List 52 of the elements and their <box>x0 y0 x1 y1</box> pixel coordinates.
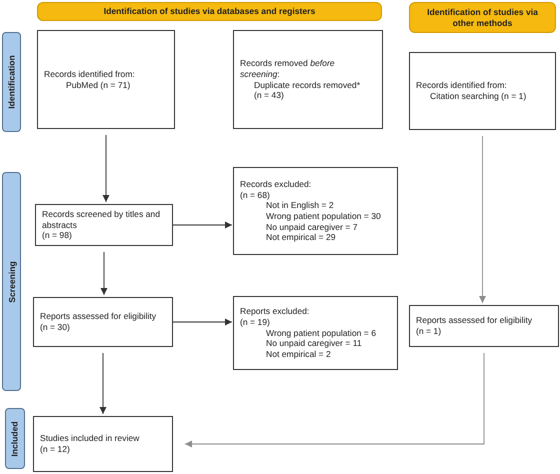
box-text: Records removed before screening: <box>240 58 336 80</box>
box-text: (n = 1) <box>416 326 442 337</box>
process-box <box>33 297 173 347</box>
header-text: Identification of studies via other methods <box>426 6 539 28</box>
box-text: Reports assessed for eligibility <box>416 315 532 326</box>
arrow <box>100 252 108 296</box>
box-text: (n = 30) <box>40 322 70 333</box>
section-side-bar <box>2 172 21 391</box>
box-text: (n = 19) <box>240 316 270 328</box>
arrow <box>184 352 484 448</box>
box-text: No unpaid caregiver = 7 <box>265 222 358 232</box>
box-text: (n = 68) <box>240 190 270 200</box>
box-text: Citation searching (n = 1) <box>429 91 526 102</box>
arrow <box>100 352 106 414</box>
section-side-bar <box>5 408 25 469</box>
box-text: Records screened by titles and abstracts <box>42 208 161 230</box>
box-text: Records identified from: <box>416 80 507 91</box>
box-text: (n = 98) <box>42 230 72 242</box>
box-text: Studies included in review <box>40 433 140 444</box>
process-box <box>33 416 173 472</box>
box-text: Duplicate records removed* <box>253 80 360 90</box>
box-text: PubMed (n = 71) <box>65 80 130 90</box>
process-box <box>409 305 559 347</box>
arrow <box>172 222 232 228</box>
process-box <box>409 52 556 130</box>
box-text: Records identified from: <box>44 68 135 80</box>
section-label: Screening <box>6 260 16 302</box>
header-text: Identification of studies via databases and registers <box>104 6 316 17</box>
box-text: Records excluded: <box>240 178 312 190</box>
header-banner <box>37 2 382 21</box>
arrow <box>479 136 486 304</box>
box-text: Not empirical = 2 <box>265 349 331 360</box>
box-text: Wrong patient population = 6 <box>265 328 376 338</box>
process-box <box>233 167 398 255</box>
box-text: Wrong patient population = 30 <box>265 211 381 222</box>
section-label: Identification <box>6 55 16 109</box>
arrow <box>172 318 232 326</box>
process-box <box>233 296 398 370</box>
process-box <box>233 30 383 129</box>
section-side-bar <box>2 32 21 132</box>
box-text: Not empirical = 29 <box>265 232 336 244</box>
box-text: (n = 12) <box>40 444 70 455</box>
process-box <box>35 204 173 246</box>
header-banner <box>409 2 556 33</box>
section-label: Included <box>10 420 20 456</box>
box-text: No unpaid caregiver = 11 <box>265 338 362 350</box>
box-text: (n = 43) <box>253 90 284 101</box>
box-text: Not in English = 2 <box>265 200 334 211</box>
box-text: Reports assessed for eligibility <box>40 311 156 322</box>
box-text: Reports excluded: <box>240 306 310 317</box>
arrow <box>102 134 110 202</box>
process-box <box>37 30 175 129</box>
